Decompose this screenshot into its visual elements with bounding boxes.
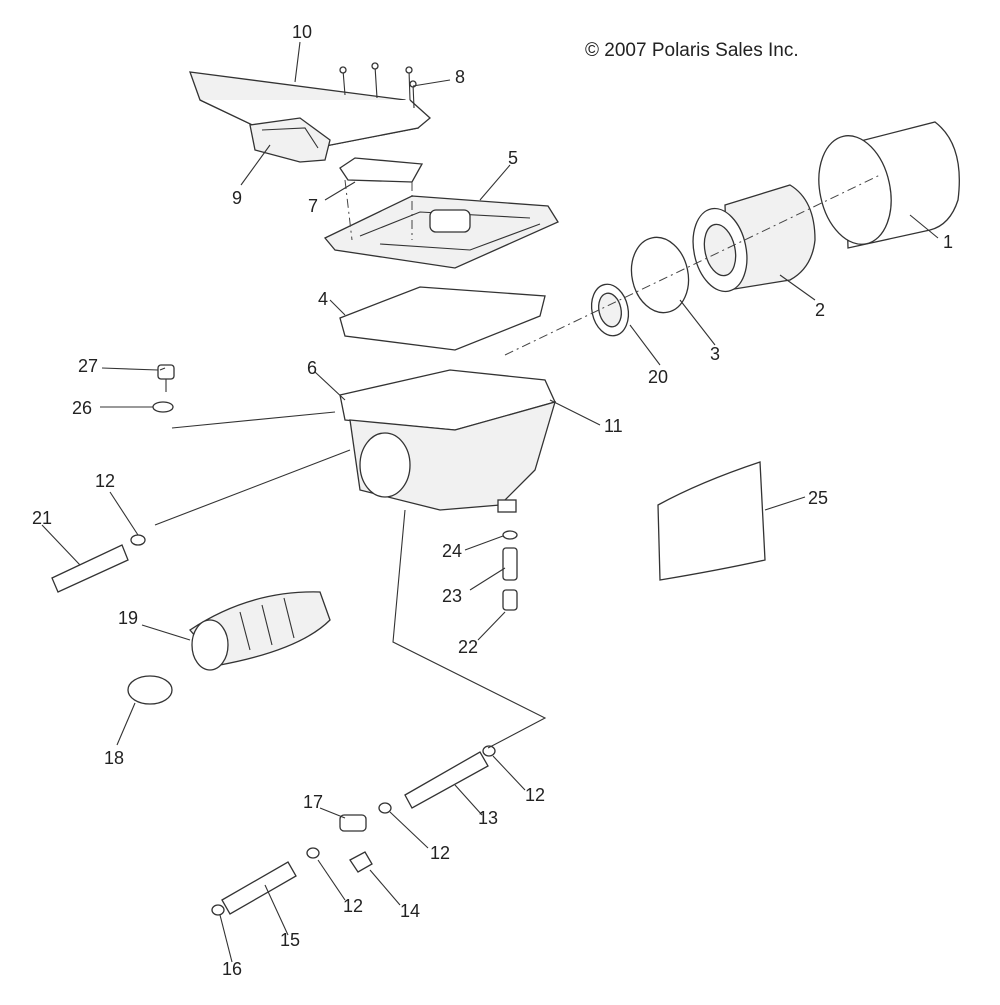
part-clip-16	[211, 904, 225, 916]
part-drain-tube	[502, 547, 518, 581]
part-drain-valve	[502, 589, 518, 611]
part-screws	[339, 62, 417, 109]
part-hose-tee	[349, 851, 373, 873]
callout-17: 17	[303, 792, 323, 812]
callout-12-d: 12	[343, 896, 363, 916]
part-hose-left	[51, 544, 129, 593]
part-clamp-left	[130, 534, 146, 546]
part-adapter-ring	[590, 283, 630, 337]
part-drain-clamp	[502, 530, 518, 540]
part-clamp-12b	[378, 802, 392, 814]
callout-8: 8	[455, 67, 465, 87]
callout-21: 21	[32, 508, 52, 528]
callout-4: 4	[318, 289, 328, 309]
callout-14: 14	[400, 901, 420, 921]
part-hose-13	[404, 751, 489, 809]
callout-26: 26	[72, 398, 92, 418]
callout-12-a: 12	[95, 471, 115, 491]
part-intake-duct	[189, 71, 431, 163]
part-warning-label	[657, 461, 766, 581]
callout-11: 11	[604, 416, 623, 436]
callout-24: 24	[442, 541, 462, 561]
callout-6: 6	[307, 358, 317, 378]
callout-15: 15	[280, 930, 300, 950]
callout-20: 20	[648, 367, 668, 387]
part-boot-clamp	[127, 675, 173, 705]
callout-13: 13	[478, 808, 498, 828]
part-washer	[152, 401, 174, 413]
callout-27: 27	[78, 356, 98, 376]
part-clamp-12c	[306, 847, 320, 859]
part-airbox-base	[339, 369, 556, 513]
part-bolt	[157, 364, 175, 392]
part-filter-clamp	[630, 236, 690, 314]
part-prefilter-sleeve	[818, 121, 960, 249]
callout-12-c: 12	[430, 843, 450, 863]
callout-22: 22	[458, 637, 478, 657]
copyright-notice: © 2007 Polaris Sales Inc.	[585, 40, 799, 61]
callout-19: 19	[118, 608, 138, 628]
callout-3: 3	[710, 344, 720, 364]
callout-5: 5	[508, 148, 518, 168]
callout-18: 18	[104, 748, 124, 768]
part-hose-15	[221, 861, 297, 915]
callout-10: 10	[292, 22, 312, 42]
callout-7: 7	[308, 196, 318, 216]
callout-2: 2	[815, 300, 825, 320]
part-check-valve	[339, 814, 367, 832]
part-airbox-lid	[323, 195, 559, 269]
callout-12-b: 12	[525, 785, 545, 805]
callout-23: 23	[442, 586, 462, 606]
part-filter-element	[692, 184, 816, 293]
part-intake-boot	[189, 591, 331, 671]
callout-1: 1	[943, 232, 953, 252]
part-clamp-13	[482, 745, 496, 757]
part-lid-gasket	[339, 286, 546, 351]
callout-16: 16	[222, 959, 242, 979]
callout-25: 25	[808, 488, 828, 508]
callout-9: 9	[232, 188, 242, 208]
part-small-gasket	[339, 157, 424, 183]
